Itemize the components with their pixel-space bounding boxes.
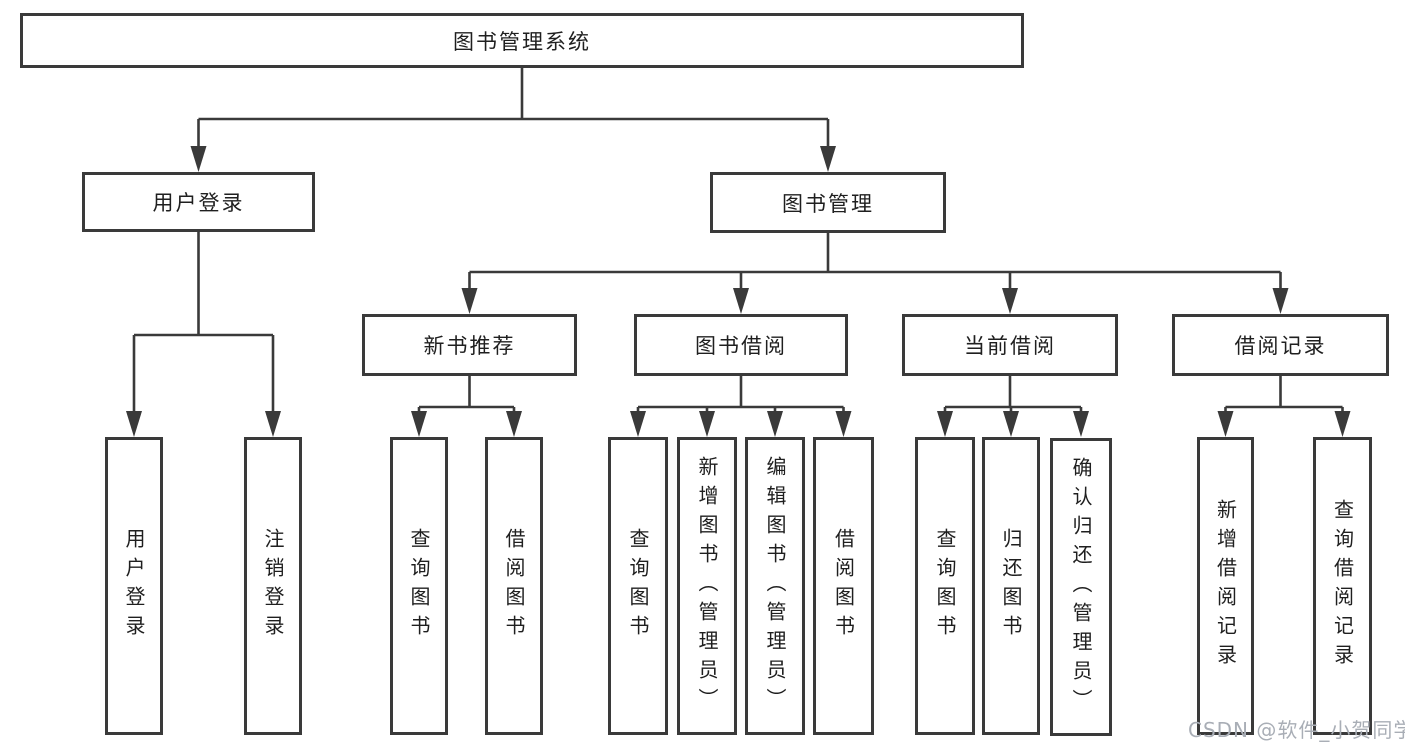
node-leaf-query-book-3: 查询图书	[915, 437, 975, 735]
node-borrow-records: 借阅记录	[1172, 314, 1389, 376]
node-new-book-recommend: 新书推荐	[362, 314, 577, 376]
leaf-label: 归还图书	[999, 528, 1023, 644]
leaf-label: 查询图书	[933, 528, 957, 644]
leaf-label: 查询借阅记录	[1330, 499, 1355, 673]
node-user-login: 用户登录	[82, 172, 315, 232]
node-leaf-query-book-2: 查询图书	[608, 437, 668, 735]
leaf-label: 借阅图书	[831, 528, 856, 644]
node-leaf-query-book-1: 查询图书	[390, 437, 448, 735]
node-leaf-add-borrow-record: 新增借阅记录	[1197, 437, 1254, 735]
node-leaf-logout: 注销登录	[244, 437, 302, 735]
node-leaf-return-book: 归还图书	[982, 437, 1040, 735]
node-current-borrow: 当前借阅	[902, 314, 1118, 376]
node-leaf-borrow-book-2: 借阅图书	[813, 437, 874, 735]
leaf-label: 查询图书	[626, 528, 650, 644]
node-book-management: 图书管理	[710, 172, 946, 233]
node-leaf-user-login: 用户登录	[105, 437, 163, 735]
node-leaf-edit-book-admin: 编辑图书（管理员）	[745, 437, 805, 735]
leaf-label: 用户登录	[122, 528, 146, 644]
leaf-label: 借阅图书	[502, 528, 526, 644]
node-leaf-add-book-admin: 新增图书（管理员）	[677, 437, 737, 735]
node-leaf-borrow-book-1: 借阅图书	[485, 437, 543, 735]
node-leaf-query-borrow-record: 查询借阅记录	[1313, 437, 1372, 735]
leaf-label: 新增图书（管理员）	[695, 455, 719, 717]
leaf-label: 注销登录	[261, 528, 285, 644]
leaf-label: 确认归还（管理员）	[1069, 456, 1093, 718]
leaf-label: 查询图书	[407, 528, 431, 644]
node-root-library-system: 图书管理系统	[20, 13, 1024, 68]
node-book-borrow: 图书借阅	[634, 314, 848, 376]
node-leaf-confirm-return-admin: 确认归还（管理员）	[1050, 438, 1112, 736]
leaf-label: 新增借阅记录	[1213, 499, 1238, 673]
csdn-watermark: CSDN @软件_小贺同学	[1188, 718, 1405, 742]
leaf-label: 编辑图书（管理员）	[763, 455, 787, 717]
